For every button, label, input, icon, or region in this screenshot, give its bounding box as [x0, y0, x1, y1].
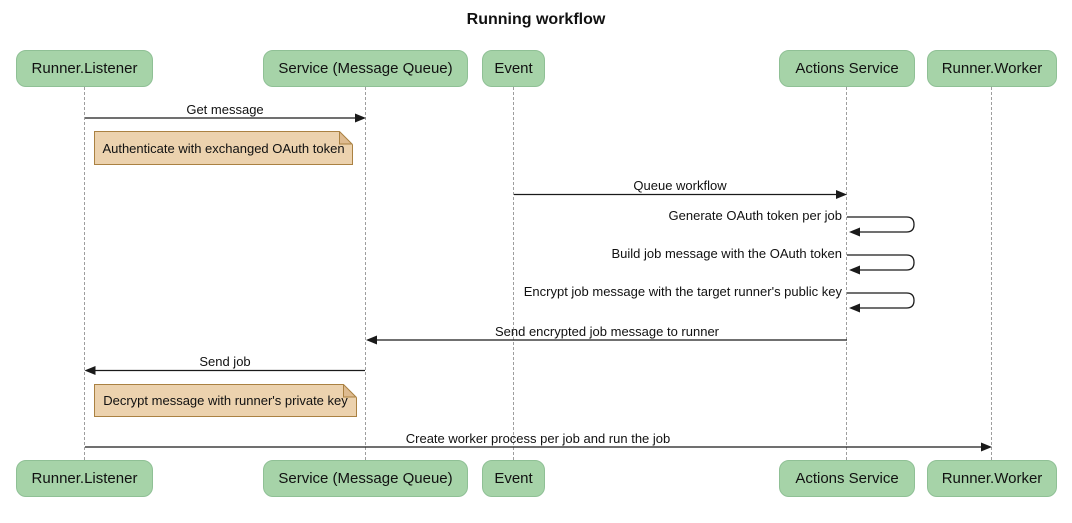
actor-label: Actions Service — [795, 470, 899, 487]
actor-bottom-service-message-queue: Service (Message Queue) — [263, 460, 468, 497]
message-label-queue-workflow: Queue workflow — [633, 178, 727, 193]
actor-top-service-message-queue: Service (Message Queue) — [263, 50, 468, 87]
self-loop-encrypt-job-message — [847, 292, 915, 309]
self-loop-generate-oauth-token — [847, 216, 915, 233]
actor-top-event: Event — [482, 50, 545, 87]
note-fold-icon — [343, 384, 357, 398]
actor-label: Service (Message Queue) — [278, 470, 453, 487]
message-label-send-encrypted-job: Send encrypted job message to runner — [494, 324, 720, 339]
actor-bottom-runner-worker: Runner.Worker — [927, 460, 1057, 497]
note-text: Decrypt message with runner's private ke… — [103, 393, 348, 408]
lifeline-service-message-queue — [365, 87, 366, 460]
actor-label: Event — [494, 470, 533, 487]
self-loop-build-job-message — [847, 254, 915, 271]
arrowhead-left-icon — [84, 366, 96, 375]
actor-bottom-event: Event — [482, 460, 545, 497]
actor-top-runner-worker: Runner.Worker — [927, 50, 1057, 87]
actor-bottom-runner-listener: Runner.Listener — [16, 460, 153, 497]
actor-label: Runner.Listener — [31, 60, 138, 77]
actor-top-runner-listener: Runner.Listener — [16, 50, 153, 87]
lifeline-runner-listener — [84, 87, 85, 460]
note-fold-icon — [339, 131, 353, 145]
message-label-create-worker: Create worker process per job and run th… — [405, 431, 671, 446]
diagram-title: Running workflow — [466, 11, 606, 28]
message-label-generate-oauth-token: Generate OAuth token per job — [668, 208, 842, 223]
message-label-encrypt-job-message: Encrypt job message with the target runn… — [523, 284, 842, 299]
actor-label: Service (Message Queue) — [278, 60, 453, 77]
arrowhead-left-icon — [849, 227, 860, 237]
lifeline-runner-worker — [991, 87, 992, 460]
note-text: Authenticate with exchanged OAuth token — [102, 140, 345, 156]
lifeline-event — [513, 87, 514, 460]
actor-label: Runner.Worker — [941, 60, 1043, 77]
actor-label: Event — [494, 60, 533, 77]
actor-top-actions-service: Actions Service — [779, 50, 915, 87]
message-label-send-job: Send job — [199, 354, 251, 369]
note-decrypt-private-key: Decrypt message with runner's private ke… — [94, 384, 357, 417]
actor-label: Runner.Worker — [941, 470, 1043, 487]
actor-bottom-actions-service: Actions Service — [779, 460, 915, 497]
note-authenticate-oauth: Authenticate with exchanged OAuth token — [94, 131, 353, 165]
arrowhead-left-icon — [849, 265, 860, 275]
lifeline-actions-service — [846, 87, 847, 460]
arrowhead-left-icon — [849, 303, 860, 313]
message-label-build-job-message: Build job message with the OAuth token — [611, 246, 842, 261]
arrowhead-left-icon — [366, 335, 377, 345]
actor-label: Actions Service — [795, 60, 899, 77]
message-label-get-message: Get message — [186, 102, 264, 117]
actor-label: Runner.Listener — [31, 470, 138, 487]
